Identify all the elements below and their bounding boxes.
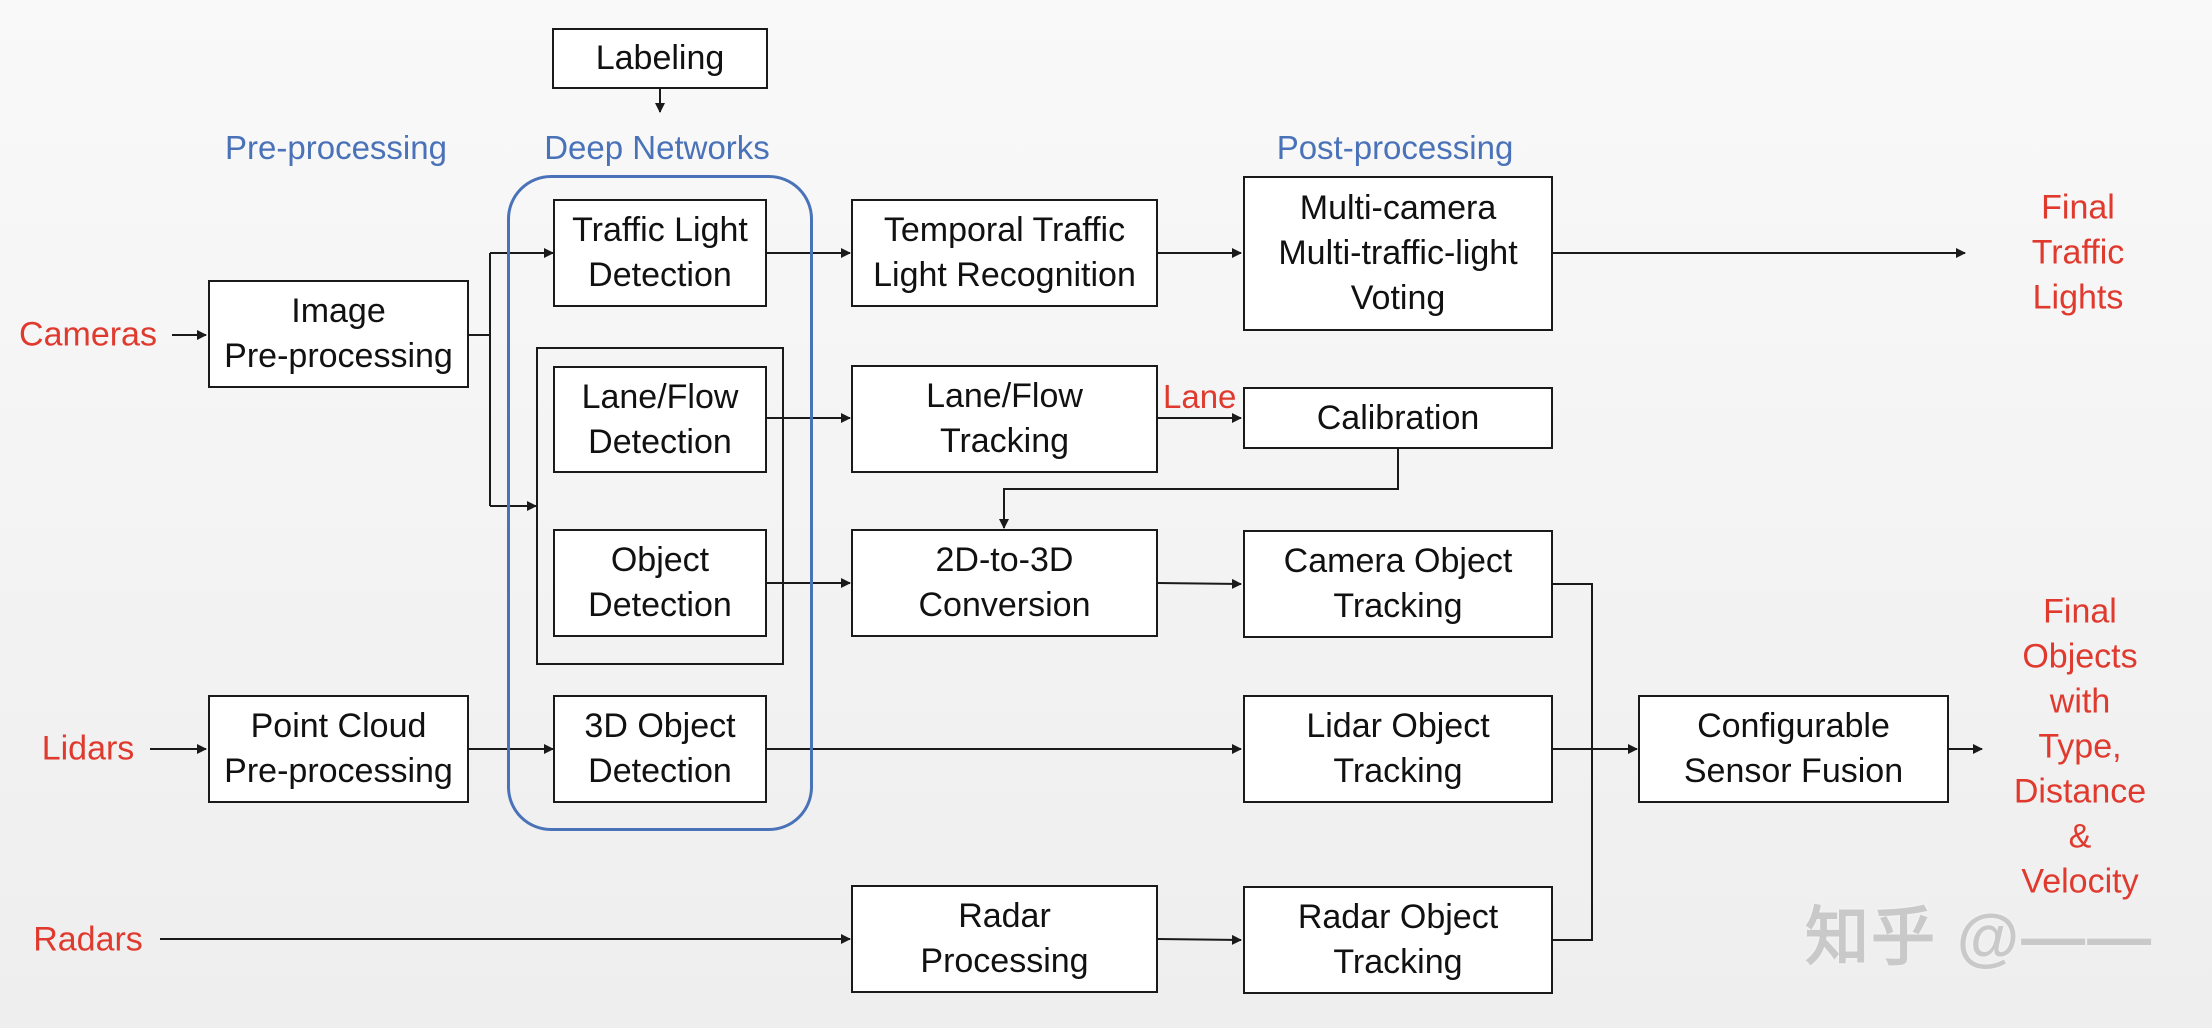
input-lidars: Lidars [41,729,135,768]
wire-camera-tracking-to-bus [1553,583,1593,749]
input-cameras: Cameras [19,315,157,354]
node-camera-object-tracking: Camera Object Tracking [1243,530,1553,638]
heading-deep-networks: Deep Networks [544,129,770,166]
node-lidar-object-tracking: Lidar Object Tracking [1243,695,1553,803]
watermark: 知乎 @—— [1805,901,2154,973]
node-labeling: Labeling [552,28,768,89]
deep-networks-group [507,175,813,831]
node-temporal-traffic-light-recognition: Temporal Traffic Light Recognition [851,199,1158,307]
node-multicamera-voting: Multi-camera Multi-traffic-light Voting [1243,176,1553,331]
node-object-detection: Object Detection [553,529,767,637]
arrow-calibration-to-conversion [999,449,1399,529]
wire-radar-tracking-to-bus [1553,749,1593,941]
node-calibration: Calibration [1243,387,1553,449]
node-configurable-sensor-fusion: Configurable Sensor Fusion [1638,695,1949,803]
input-radars: Radars [33,920,143,959]
node-lane-flow-detection: Lane/Flow Detection [553,366,767,473]
heading-postprocessing: Post-processing [1276,129,1514,166]
edge-label-lane: Lane [1163,378,1237,415]
arrow-radar-processing-to-tracking [1157,934,1242,945]
output-final-traffic-lights: Final Traffic Lights [2031,188,2125,317]
node-3d-object-detection: 3D Object Detection [553,695,767,803]
node-2d-to-3d-conversion: 2D-to-3D Conversion [851,529,1158,637]
node-lane-flow-tracking: Lane/Flow Tracking [851,365,1158,473]
heading-preprocessing: Pre-processing [225,129,447,166]
arrow-conversion-to-camera-tracking [1157,578,1242,589]
node-radar-processing: Radar Processing [851,885,1158,993]
output-final-objects: Final Objects with Type, Distance & Velo… [2013,592,2147,901]
node-traffic-light-detection: Traffic Light Detection [553,199,767,307]
node-radar-object-tracking: Radar Object Tracking [1243,886,1553,994]
lane-object-detection-group [536,347,784,665]
node-image-preprocessing: Image Pre-processing [208,280,469,388]
node-pointcloud-preprocessing: Point Cloud Pre-processing [208,695,469,803]
